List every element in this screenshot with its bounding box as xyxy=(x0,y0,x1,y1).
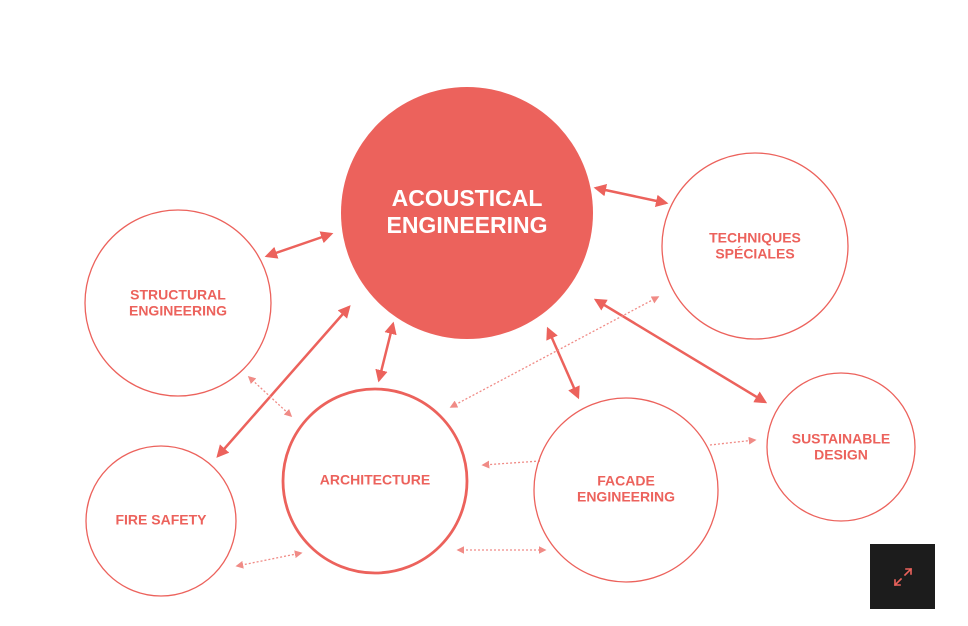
expand-button[interactable] xyxy=(870,544,935,609)
connector-facade-sustainable xyxy=(709,436,757,446)
node-facade-engineering: FACADE ENGINEERING xyxy=(533,397,719,583)
sustainable-label-line1: SUSTAINABLE xyxy=(792,431,891,447)
expand-icon xyxy=(893,567,912,586)
connector-acoustical-firesafety xyxy=(216,305,351,458)
node-architecture: ARCHITECTURE xyxy=(281,387,469,575)
node-structural-engineering: STRUCTURAL ENGINEERING xyxy=(84,209,272,397)
connector-structural-architecture xyxy=(247,375,293,418)
techniques-label-line1: TECHNIQUES xyxy=(709,230,801,246)
facade-label-line2: ENGINEERING xyxy=(577,489,675,505)
sustainable-label-line2: DESIGN xyxy=(814,447,868,463)
dotted-connectors xyxy=(235,296,757,569)
connector-firesafety-architecture xyxy=(235,550,303,569)
connector-acoustical-structural xyxy=(264,231,334,259)
node-fire-safety: FIRE SAFETY xyxy=(85,445,237,597)
connector-acoustical-architecture xyxy=(375,321,397,383)
node-techniques-speciales: TECHNIQUES SPÉCIALES xyxy=(661,152,849,340)
node-sustainable-design: SUSTAINABLE DESIGN xyxy=(766,372,916,522)
connector-facade-architecture xyxy=(481,460,541,469)
techniques-label-line2: SPÉCIALES xyxy=(715,246,794,262)
connector-techniques-architecture xyxy=(449,296,660,408)
structural-label-line1: STRUCTURAL xyxy=(130,287,226,303)
acoustical-label-line1: ACOUSTICAL xyxy=(392,185,543,211)
fire-safety-label: FIRE SAFETY xyxy=(115,512,207,528)
connector-acoustical-facade xyxy=(546,326,580,400)
facade-label-line1: FACADE xyxy=(597,473,655,489)
connector-acoustical-sustainable xyxy=(593,298,768,404)
connector-acoustical-techniques xyxy=(593,183,669,208)
node-acoustical-engineering: ACOUSTICAL ENGINEERING xyxy=(341,87,593,339)
structural-label-line2: ENGINEERING xyxy=(129,303,227,319)
architecture-label: ARCHITECTURE xyxy=(320,472,430,488)
acoustical-label-line2: ENGINEERING xyxy=(386,212,547,238)
